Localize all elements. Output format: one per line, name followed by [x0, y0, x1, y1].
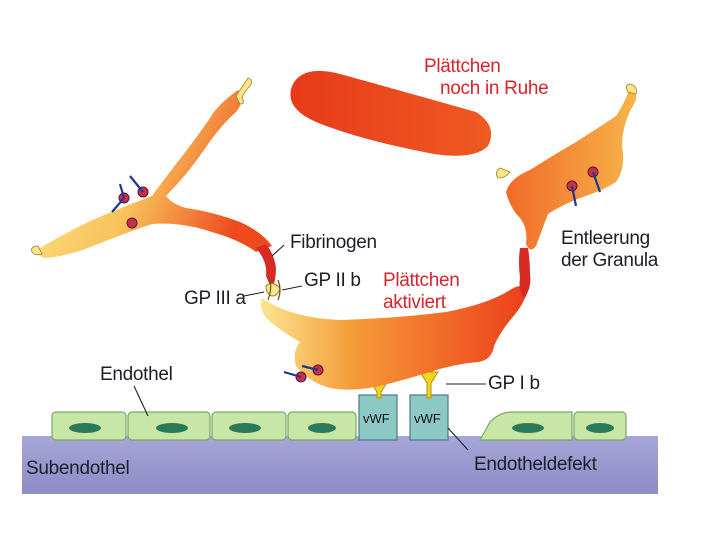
pseudopod-knob [235, 77, 252, 105]
endothel-nucleus [308, 423, 336, 433]
fibrinogen-bridge-right [519, 248, 531, 298]
vwf-block-left [358, 394, 398, 441]
subendothel-layer [22, 436, 658, 494]
granula-label-1: Entleerung [561, 228, 650, 249]
endothel-layer [51, 411, 627, 441]
leader-lines [133, 244, 486, 451]
subendothel-label: Subendothel [26, 458, 130, 479]
resting-platelet-label-2: noch in Ruhe [440, 78, 549, 99]
granula-middle [283, 364, 324, 383]
granula-right [566, 166, 602, 207]
endothel-nucleus [69, 423, 101, 433]
pseudopod-knob [31, 245, 43, 256]
granula-left [111, 175, 149, 229]
pseudopod-knob [496, 167, 511, 179]
middle-activated-platelet [260, 286, 528, 390]
gp3a-label: GP III a [184, 288, 246, 309]
resting-platelet [290, 70, 492, 156]
gp1b-receptor-right [419, 371, 439, 399]
gp-receptor-line [267, 279, 281, 301]
fibrinogen-label: Fibrinogen [290, 232, 377, 253]
endothel-nucleus [229, 423, 261, 433]
vwf-label-right: vWF [414, 411, 441, 426]
gp2b-label: GP II b [304, 270, 361, 291]
fibrinogen-bridge [256, 244, 276, 290]
resting-platelet-label-1: Plättchen [424, 56, 501, 77]
right-activated-platelet [506, 88, 637, 250]
endothel-nucleus [586, 423, 614, 433]
granula-label-2: der Granula [561, 250, 659, 271]
left-activated-platelet [38, 90, 272, 258]
gp1b-label: GP I b [488, 373, 540, 394]
endothel-nucleus [512, 423, 544, 433]
activated-platelet-label-1: Plättchen [383, 270, 460, 291]
endothel-label: Endothel [100, 364, 173, 385]
endotheldefekt-label: Endotheldefekt [474, 454, 597, 475]
activated-platelet-label-2: aktiviert [383, 292, 446, 313]
gp-receptor-pair [265, 282, 281, 297]
pseudopod-knob [626, 83, 637, 95]
endothel-nucleus [156, 423, 188, 433]
vwf-label-left: vWF [363, 411, 390, 426]
